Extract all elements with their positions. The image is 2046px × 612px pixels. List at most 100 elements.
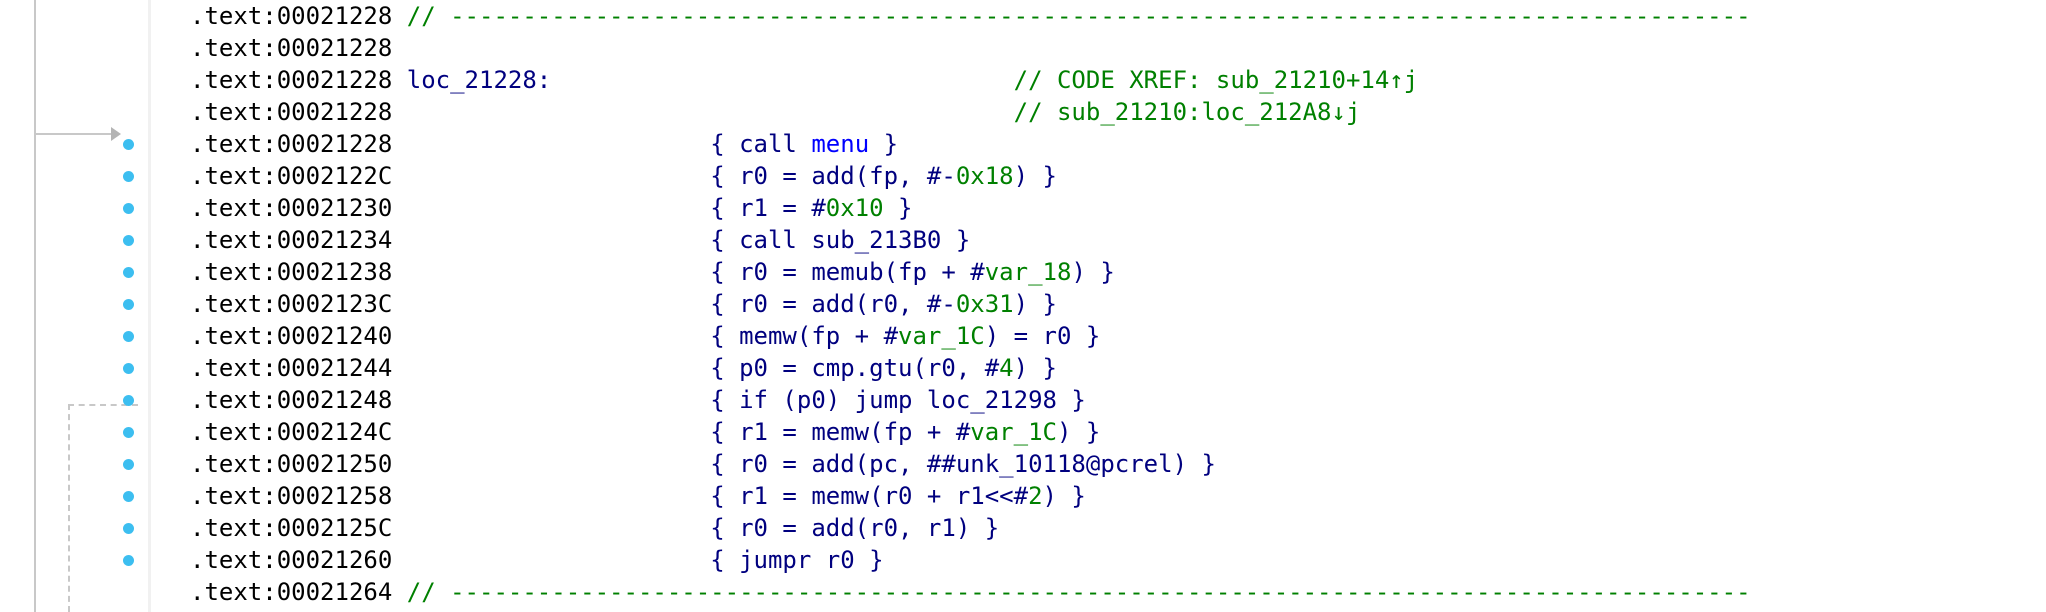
line-gap	[392, 258, 710, 286]
call-target[interactable]: menu	[811, 130, 870, 158]
instruction-text: { r0 = add(r0, r1) }	[710, 514, 1000, 542]
code-label[interactable]: loc_21228:	[406, 66, 552, 94]
disasm-line[interactable]: .text:00021228 { call menu }	[190, 128, 898, 160]
disasm-line[interactable]: .text:0002124C { r1 = memw(fp + #var_1C)…	[190, 416, 1100, 448]
instruction-text-tail: ) }	[1071, 258, 1115, 286]
control-flow-line	[34, 0, 36, 612]
line-gap	[392, 450, 710, 478]
gutter-separator	[148, 0, 151, 612]
line-comment: // CODE XREF: sub_21210+14↑j	[1013, 66, 1419, 94]
instruction-text: { call	[710, 130, 812, 158]
breakpoint-dot-icon[interactable]	[123, 523, 134, 534]
disasm-line[interactable]: .text:00021228 // ----------------------…	[190, 0, 1751, 32]
instruction-text-tail: ) }	[1042, 482, 1086, 510]
breakpoint-dot-icon[interactable]	[123, 299, 134, 310]
stack-variable: var_18	[984, 258, 1072, 286]
breakpoint-dot-icon[interactable]	[123, 235, 134, 246]
disasm-line[interactable]: .text:00021244 { p0 = cmp.gtu(r0, #4) }	[190, 352, 1057, 384]
breakpoint-dot-icon[interactable]	[123, 427, 134, 438]
breakpoint-dot-icon[interactable]	[123, 267, 134, 278]
breakpoint-dot-icon[interactable]	[123, 491, 134, 502]
disasm-line[interactable]: .text:00021258 { r1 = memw(r0 + r1<<#2) …	[190, 480, 1086, 512]
disasm-line[interactable]: .text:0002123C { r0 = add(r0, #-0x31) }	[190, 288, 1057, 320]
disasm-line[interactable]: .text:00021228 loc_21228: // CODE XREF: …	[190, 64, 1418, 96]
line-gap	[392, 546, 710, 574]
conditional-flow-line	[68, 404, 138, 406]
disasm-line[interactable]: .text:00021228	[190, 32, 392, 64]
line-gap	[392, 98, 1013, 126]
numeric-operand: 4	[999, 354, 1014, 382]
line-gap	[392, 162, 710, 190]
instruction-text: { r0 = add(pc, ##unk_10118@pcrel) }	[710, 450, 1216, 478]
instruction-text-tail: ) }	[1056, 418, 1101, 446]
instruction-text: { r1 = memw(r0 + r1<<#	[710, 482, 1029, 510]
control-flow-arrow-line	[34, 133, 116, 135]
disasm-line[interactable]: .text:00021240 { memw(fp + #var_1C) = r0…	[190, 320, 1100, 352]
line-comment: // sub_21210:loc_212A8↓j	[1013, 98, 1361, 126]
disasm-line[interactable]: .text:00021230 { r1 = #0x10 }	[190, 192, 912, 224]
line-address[interactable]: .text:00021250	[190, 450, 393, 478]
disasm-line[interactable]: .text:00021248 { if (p0) jump loc_21298 …	[190, 384, 1086, 416]
instruction-text: { jumpr r0 }	[710, 546, 884, 574]
line-address[interactable]: .text:00021230	[190, 194, 393, 222]
instruction-text-tail: ) }	[1013, 354, 1057, 382]
disasm-line[interactable]: .text:00021238 { r0 = memub(fp + #var_18…	[190, 256, 1115, 288]
line-address[interactable]: .text:0002122C	[190, 162, 393, 190]
line-gap	[551, 66, 1013, 94]
instruction-text-tail: ) }	[1013, 290, 1057, 318]
stack-variable: var_1C	[970, 418, 1057, 446]
line-address[interactable]: .text:00021228	[190, 2, 393, 30]
line-address[interactable]: .text:00021258	[190, 482, 393, 510]
instruction-text: { r1 = #	[710, 194, 826, 222]
line-address[interactable]: .text:00021240	[190, 322, 393, 350]
instruction-text: { r1 = memw(fp + #	[710, 418, 971, 446]
line-comment: // -------------------------------------…	[406, 2, 1751, 30]
line-address[interactable]: .text:00021244	[190, 354, 393, 382]
instruction-text: { if (p0) jump loc_21298 }	[710, 386, 1086, 414]
line-address[interactable]: .text:0002125C	[190, 514, 393, 542]
breakpoint-dot-icon[interactable]	[123, 555, 134, 566]
stack-variable: var_1C	[898, 322, 985, 350]
disasm-line[interactable]: .text:0002125C { r0 = add(r0, r1) }	[190, 512, 999, 544]
numeric-operand: 2	[1028, 482, 1043, 510]
conditional-flow-line-vertical	[68, 404, 70, 612]
line-address[interactable]: .text:00021228	[190, 34, 393, 62]
line-address[interactable]: .text:0002124C	[190, 418, 393, 446]
instruction-text: { r0 = add(fp, #-	[710, 162, 956, 190]
line-address[interactable]: .text:00021234	[190, 226, 393, 254]
arrow-right-icon	[111, 127, 121, 141]
line-address[interactable]: .text:00021238	[190, 258, 393, 286]
numeric-operand: 0x18	[955, 162, 1014, 190]
numeric-operand: 0x10	[825, 194, 884, 222]
disasm-line[interactable]: .text:00021228 // sub_21210:loc_212A8↓j	[190, 96, 1360, 128]
breakpoint-dot-icon[interactable]	[123, 331, 134, 342]
line-address[interactable]: .text:00021264	[190, 578, 393, 606]
line-gap	[392, 386, 710, 414]
line-gap	[392, 226, 710, 254]
line-address[interactable]: .text:00021260	[190, 546, 393, 574]
line-gap	[392, 322, 710, 350]
breakpoint-dot-icon[interactable]	[123, 203, 134, 214]
line-gap	[392, 130, 710, 158]
line-address[interactable]: .text:00021228	[190, 66, 393, 94]
line-address[interactable]: .text:00021248	[190, 386, 393, 414]
line-gap	[392, 66, 406, 94]
disasm-line[interactable]: .text:00021264 // ----------------------…	[190, 576, 1751, 608]
disasm-line[interactable]: .text:0002122C { r0 = add(fp, #-0x18) }	[190, 160, 1057, 192]
instruction-text-tail: }	[883, 194, 913, 222]
line-gap	[392, 578, 406, 606]
breakpoint-dot-icon[interactable]	[123, 139, 134, 150]
line-address[interactable]: .text:00021228	[190, 98, 393, 126]
breakpoint-dot-icon[interactable]	[123, 459, 134, 470]
breakpoint-dot-icon[interactable]	[123, 395, 134, 406]
line-gap	[392, 514, 710, 542]
line-address[interactable]: .text:00021228	[190, 130, 393, 158]
breakpoint-dot-icon[interactable]	[123, 363, 134, 374]
instruction-text: { call sub_213B0 }	[710, 226, 971, 254]
disasm-line[interactable]: .text:00021260 { jumpr r0 }	[190, 544, 884, 576]
disasm-line[interactable]: .text:00021250 { r0 = add(pc, ##unk_1011…	[190, 448, 1216, 480]
breakpoint-dot-icon[interactable]	[123, 171, 134, 182]
line-address[interactable]: .text:0002123C	[190, 290, 393, 318]
instruction-text-tail: ) = r0 }	[984, 322, 1101, 350]
disasm-line[interactable]: .text:00021234 { call sub_213B0 }	[190, 224, 970, 256]
